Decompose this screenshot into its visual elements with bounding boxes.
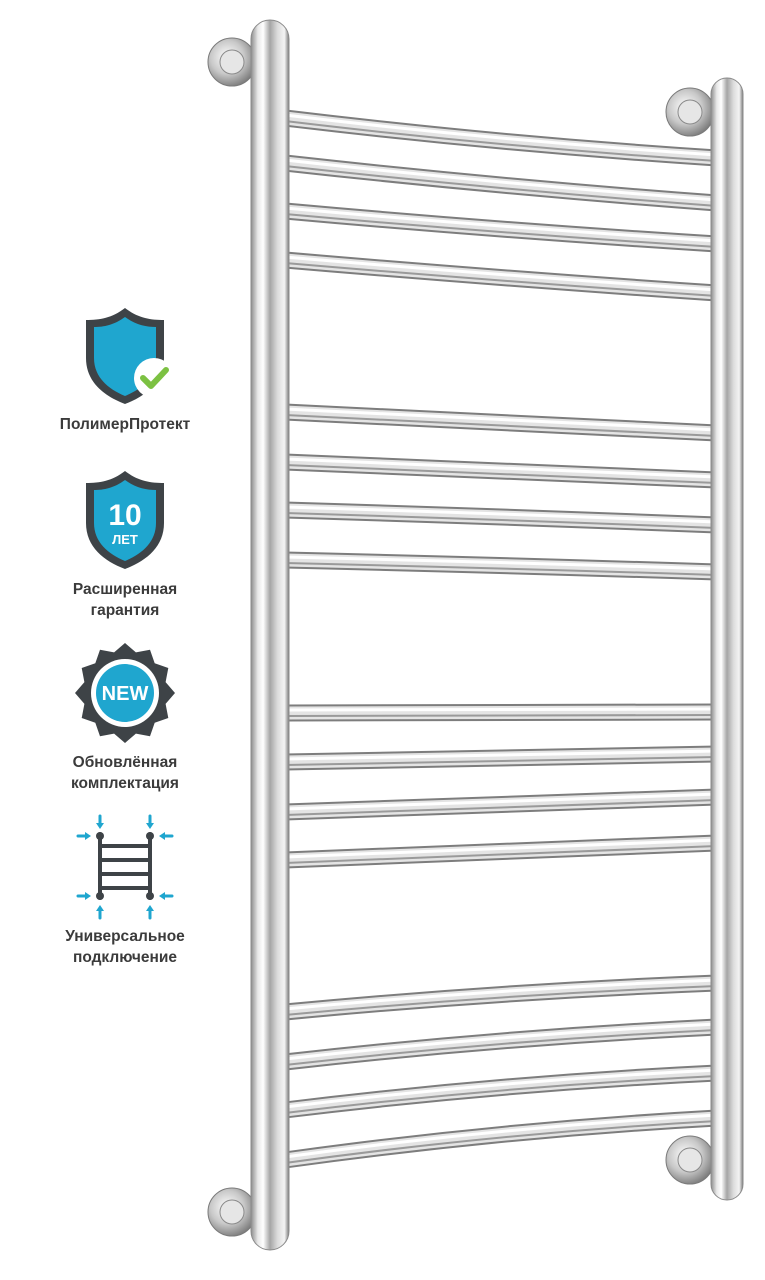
crossbar-highlight [284,457,718,479]
warranty-unit: ЛЕТ [112,532,138,547]
crossbar [284,705,718,720]
crossbar-highlight [284,113,718,157]
feature-label: Обновлённая комплектация [71,754,179,792]
wall-mount-cap [677,99,703,125]
crossbar-highlight [284,749,718,761]
crossbar-highlight [284,505,718,524]
vertical-post [250,19,290,1251]
crossbar [284,1111,718,1167]
crossbar-highlight [284,555,718,571]
crossbar [284,405,718,440]
crossbar [284,836,718,867]
towel-rail-illustration [207,19,744,1251]
crossbar [284,976,718,1019]
wall-mounts [207,37,715,1237]
crossbar [284,1066,718,1117]
shield-warranty-icon: 10 ЛЕТ [86,471,164,569]
crossbar-shade [284,562,718,576]
crossbar [284,553,718,579]
crossbar-shade [284,756,718,766]
new-badge-text: NEW [102,683,149,705]
crossbar [284,503,718,532]
crossbar [284,1020,718,1069]
crossbar [284,790,718,819]
wall-mount-cap [219,1199,245,1225]
crossbar-highlight [284,792,718,811]
crossbar-shade [284,985,718,1016]
new-badge-icon: NEW [75,643,175,743]
feature-label: Расширенная гарантия [72,581,178,619]
towel-rail-image [195,0,765,1280]
shield-check-icon [86,308,174,404]
crossbar-highlight [284,206,718,243]
crossbar [284,204,718,251]
feature-warranty: 10 ЛЕТ Расширенная гарантия [20,465,230,621]
crossbar-shade [284,1120,718,1164]
crossbar-shade [284,799,718,816]
wall-mount-cap [677,1147,703,1173]
crossbar-shade [284,165,718,207]
crossbar [284,253,718,300]
universal-connection-icon [76,814,174,920]
crossbar-highlight [284,255,718,292]
crossbar [284,747,718,769]
feature-label: Универсальное подключение [65,928,185,966]
crossbar-highlight [284,158,718,202]
crossbar [284,111,718,165]
feature-polymerprotect: ПолимерПротект [20,300,230,435]
crossbar-shade [284,1029,718,1066]
feature-new-kit: NEW Обновлённая комплектация [20,638,230,794]
crossbar-highlight [284,1068,718,1109]
crossbar-highlight [284,978,718,1011]
warranty-years: 10 [108,499,141,532]
crossbar-highlight [284,407,718,432]
vertical-post [710,77,744,1201]
crossbar-shade [284,262,718,297]
crossbar-shade [284,464,718,484]
crossbar-highlight [284,838,718,859]
crossbar [284,156,718,210]
crossbars [283,109,718,1169]
crossbar [284,455,718,487]
wall-mount-cap [219,49,245,75]
crossbar-highlight [284,707,718,712]
crossbar-highlight [284,1022,718,1061]
crossbar-shade [284,714,718,717]
crossbar-shade [284,1075,718,1114]
crossbar-shade [284,512,718,529]
crossbar-shade [284,213,718,248]
crossbar-highlight [284,1113,718,1159]
feature-universal-connection: Универсальное подключение [20,812,230,968]
crossbar-shade [284,845,718,864]
feature-label: ПолимерПротект [59,416,191,433]
crossbar-shade [284,414,718,437]
crossbar-shade [284,120,718,162]
vertical-posts [250,19,744,1251]
